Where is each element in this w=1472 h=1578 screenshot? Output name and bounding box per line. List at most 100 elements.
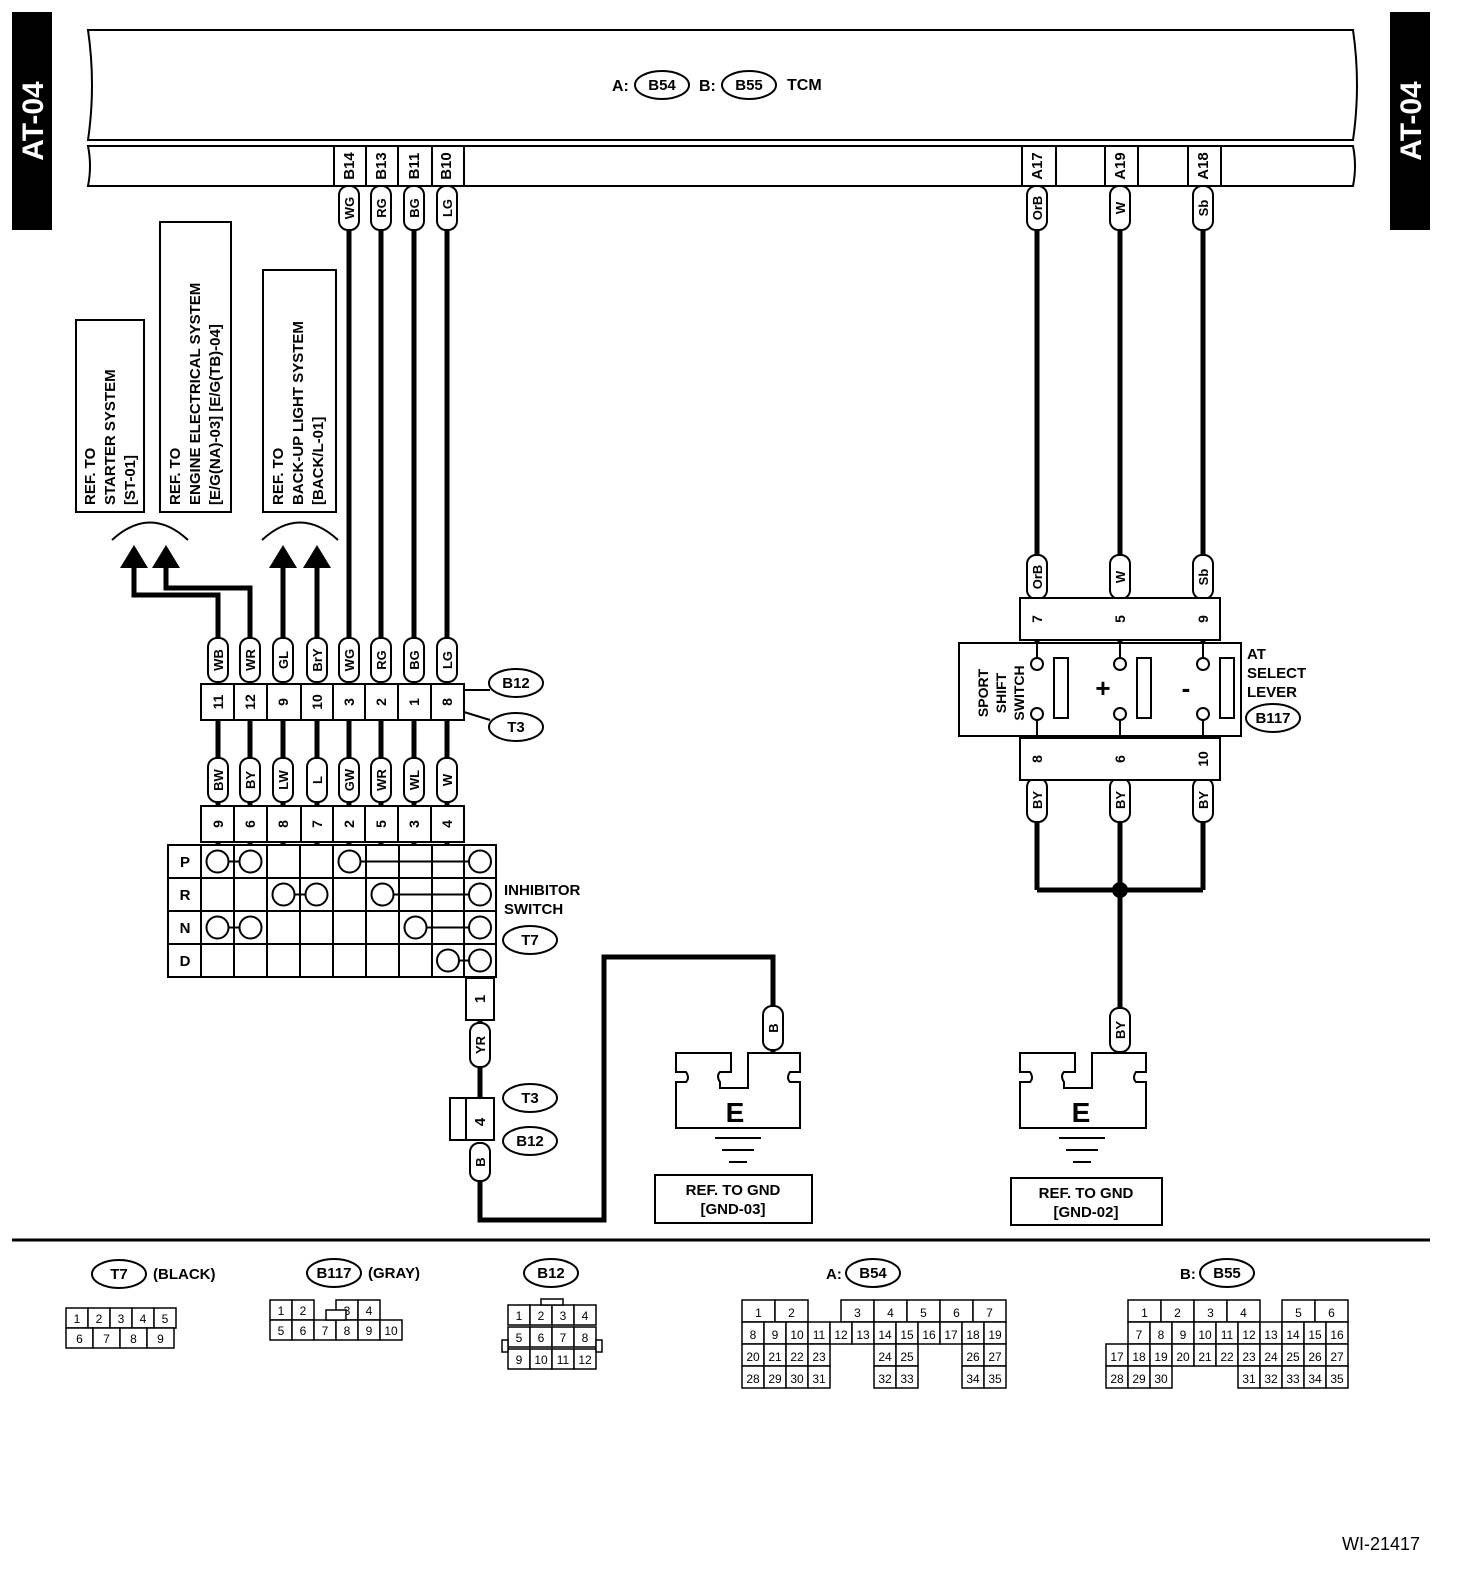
wire-color-label: WB	[211, 649, 226, 671]
b117-cell: 8	[344, 1324, 351, 1338]
b55-cell: 14	[1286, 1328, 1300, 1342]
b54-cell: 22	[790, 1350, 804, 1364]
b117-cell: 1	[278, 1304, 285, 1318]
b55-cell: 20	[1176, 1350, 1190, 1364]
inhibitor-contact	[205, 849, 230, 874]
t7-label-oval	[502, 925, 558, 955]
b12-cell: 2	[538, 1309, 545, 1323]
b54-cell: 21	[768, 1350, 782, 1364]
wire-color-pill: WG	[338, 185, 360, 231]
wire-color-pill: BY	[1026, 777, 1048, 823]
b55-cell: 13	[1264, 1328, 1278, 1342]
wire-color-pill: BG	[403, 185, 425, 231]
tcm-prefix-a: A:	[612, 78, 629, 95]
wire-color-label: BrY	[310, 648, 325, 671]
ref-starter-line3: [ST-01]	[122, 455, 139, 505]
wire-color-pill: WB	[207, 637, 229, 683]
b55-cell: 32	[1264, 1372, 1278, 1386]
t7-cell: 7	[103, 1332, 110, 1346]
inhibitor-contact	[205, 915, 230, 940]
b55-cell: 26	[1308, 1350, 1322, 1364]
b55-cell: 11	[1221, 1328, 1234, 1342]
wire-color-pill: WR	[370, 757, 392, 803]
ref-engine-line3: [E/G(NA)-03] [E/G(TB)-04]	[207, 324, 224, 505]
t7-cell: 1	[74, 1312, 81, 1326]
inhibitor-pin-number: 4	[439, 820, 455, 828]
b55-cell: 17	[1110, 1350, 1124, 1364]
b54-cell: 27	[988, 1350, 1002, 1364]
wire-color-pill: WL	[403, 757, 425, 803]
b54-cell: 11	[813, 1328, 826, 1342]
b117-cell: 7	[322, 1324, 329, 1338]
b54-cell: 4	[887, 1306, 894, 1320]
b12-pin-number: 12	[242, 694, 258, 710]
lever-top-pin-number: 9	[1195, 615, 1211, 623]
wire-color-pill: W	[1109, 185, 1131, 231]
inhibitor-row-label: R	[180, 887, 191, 904]
inhibitor-row-label: P	[180, 854, 190, 871]
ref-starter-box	[75, 319, 145, 513]
wire-color-label: L	[310, 776, 325, 784]
b54-cell: 2	[788, 1306, 795, 1320]
wire-color-label: RG	[374, 198, 389, 218]
wire-color-pill: BY	[1109, 777, 1131, 823]
wire-color-pill: BG	[403, 637, 425, 683]
inhibitor-pin-number: 5	[373, 820, 389, 828]
tcm-pin-label: A19	[1112, 152, 1129, 180]
t3-label: T3	[507, 719, 525, 736]
b12-cell: 12	[578, 1353, 592, 1367]
lever-body	[958, 642, 1242, 737]
b55-cell: 3	[1207, 1306, 1214, 1320]
b54-cell: 13	[856, 1328, 870, 1342]
b117-label-oval	[1245, 703, 1301, 733]
ground-2-ref-box	[1010, 1177, 1163, 1226]
b117-view-desc: (GRAY)	[368, 1265, 420, 1282]
b117-view-name: B117	[316, 1265, 351, 1282]
b12-pin-number: 9	[275, 698, 291, 706]
left-tab-label: AT-04	[17, 81, 50, 161]
ref-engine-line1: REF. TO	[167, 447, 184, 505]
wire-color-pill: RG	[370, 637, 392, 683]
b12-pin-number: 2	[373, 698, 389, 706]
b54-cell: 25	[900, 1350, 914, 1364]
tcm-pin-label: A18	[1195, 152, 1212, 180]
splice-dot	[1112, 882, 1128, 898]
tcm-name: TCM	[787, 77, 822, 94]
wire-color-pill: WR	[239, 637, 261, 683]
b55-cell: 21	[1198, 1350, 1212, 1364]
b54-cell: 7	[986, 1306, 993, 1320]
inhibitor-contact	[304, 882, 329, 907]
ref-backup-line1: REF. TO	[270, 447, 287, 505]
tcm-pin-label: B14	[341, 152, 358, 180]
wire-color-pill: BY	[1192, 777, 1214, 823]
inhibitor-pin-number: 8	[275, 820, 291, 828]
wire-color-label: W	[1113, 201, 1128, 214]
wire-color-pill: OrB	[1026, 185, 1048, 231]
b55-cell: 30	[1154, 1372, 1168, 1386]
b12-cell: 3	[560, 1309, 567, 1323]
wire-color-pill: BW	[207, 757, 229, 803]
wire-color-label: Sb	[1196, 569, 1211, 586]
wire-color-label: W	[1113, 570, 1128, 583]
b12-label: B12	[502, 675, 530, 692]
ref-engine-line2: ENGINE ELECTRICAL SYSTEM	[187, 283, 204, 505]
b12-label-oval	[488, 668, 544, 698]
lever-title-3: LEVER	[1247, 684, 1297, 701]
b54-cell: 9	[772, 1328, 779, 1342]
sport-label-2: SHIFT	[993, 672, 1009, 713]
wire-color-label: BY	[1113, 1021, 1128, 1039]
inhibitor-contact	[370, 882, 395, 907]
ref-backup-box	[262, 269, 337, 513]
t7-view-name: T7	[110, 1266, 128, 1283]
b54-cell: 32	[878, 1372, 892, 1386]
lever-top-pins	[1019, 597, 1221, 641]
tcm-conn-b-oval	[721, 70, 777, 100]
lever-bottom-pin-number: 10	[1195, 751, 1211, 767]
inhibitor-contact	[271, 882, 296, 907]
b55-cell: 5	[1295, 1306, 1302, 1320]
b55-cell: 28	[1110, 1372, 1124, 1386]
b55-cell: 8	[1158, 1328, 1165, 1342]
wire-color-pill: Sb	[1192, 185, 1214, 231]
b55-cell: 2	[1174, 1306, 1181, 1320]
lever-top-pin-number: 5	[1112, 615, 1128, 623]
